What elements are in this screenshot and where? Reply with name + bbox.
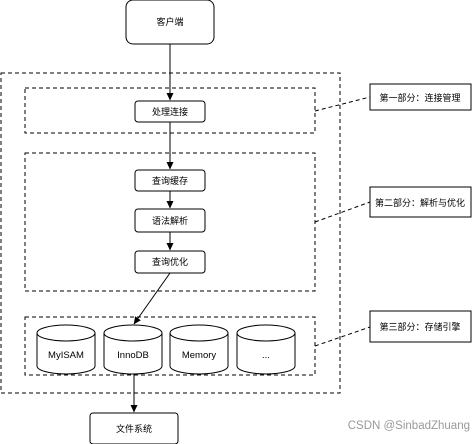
engine-innodb-label: InnoDB [117,350,149,361]
client-label: 客户端 [156,16,183,28]
arrow-optimizer-to-innodb [133,272,171,325]
engine-myisam: MyISAM [36,324,96,375]
callout-connector-1 [314,96,371,112]
engine-innodb: InnoDB [103,324,163,375]
optimizer-label: 查询优化 [152,256,188,268]
engine-myisam-label: MyISAM [48,350,84,361]
query-cache-label: 查询缓存 [152,175,188,187]
callout-connector-2 [314,201,371,223]
engine-more-label: ... [262,350,270,361]
callout-part1-label: 第一部分：连接管理 [379,92,460,104]
callout-part2-label: 第二部分：解析与优化 [375,197,465,209]
engine-more: ... [236,324,296,375]
file-system-node [89,412,179,444]
callout-part3-label: 第三部分：存储引擎 [379,321,460,333]
engine-memory: Memory [169,324,229,375]
callout-part2 [369,186,472,218]
file-system-label: 文件系统 [116,423,152,435]
connection-label: 处理连接 [152,106,188,118]
parser-label: 语法解析 [152,215,188,227]
callout-part3 [369,310,472,343]
callout-part1 [369,83,472,111]
watermark: CSDN @SinbadZhuang [348,420,470,432]
engine-memory-label: Memory [182,350,217,361]
callout-connector-3 [314,326,371,347]
